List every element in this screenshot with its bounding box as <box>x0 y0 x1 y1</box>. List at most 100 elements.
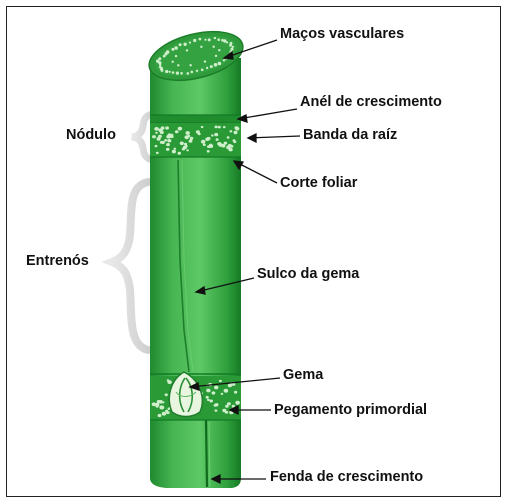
vascular-dot <box>183 43 186 46</box>
label-banda-raiz: Banda da raíz <box>303 128 397 143</box>
texture-dot <box>155 132 158 134</box>
vascular-dot <box>171 48 174 51</box>
vascular-dot <box>193 39 196 42</box>
texture-dot <box>221 393 224 395</box>
vascular-dot <box>226 41 228 43</box>
texture-dot <box>165 393 168 396</box>
vascular-dot <box>156 59 159 62</box>
texture-dot <box>209 144 212 147</box>
texture-dot <box>158 414 162 417</box>
label-pegamento-primordial: Pegamento primordial <box>274 403 427 418</box>
texture-dot <box>186 131 190 135</box>
texture-dot <box>159 405 164 409</box>
vascular-dot <box>158 57 161 60</box>
vascular-dot <box>200 46 202 48</box>
texture-dot <box>165 126 169 129</box>
texture-dot <box>201 126 204 128</box>
vascular-dot <box>174 46 178 50</box>
texture-dot <box>227 136 230 138</box>
texture-dot <box>228 144 233 148</box>
texture-dot <box>152 135 156 138</box>
vascular-dot <box>208 38 211 41</box>
texture-dot <box>184 143 187 146</box>
texture-dot <box>209 400 213 403</box>
texture-dot <box>201 140 205 144</box>
texture-dot <box>159 400 163 404</box>
texture-dot <box>207 399 210 401</box>
texture-dot <box>215 409 218 411</box>
texture-dot <box>166 143 170 146</box>
texture-dot <box>207 137 211 140</box>
vascular-dot <box>199 38 202 41</box>
texture-dot <box>156 152 159 154</box>
entrenos-bracket <box>112 182 148 350</box>
texture-dot <box>228 384 232 388</box>
texture-dot <box>166 135 170 139</box>
vascular-dot <box>204 60 206 62</box>
vascular-dot <box>206 67 208 69</box>
texture-dot <box>196 130 200 133</box>
label-fenda-crescimento: Fenda de crescimento <box>270 470 423 485</box>
texture-dot <box>175 130 179 133</box>
texture-dot <box>167 380 171 384</box>
vascular-dot <box>166 50 170 54</box>
vascular-dot <box>214 63 218 67</box>
texture-dot <box>229 148 233 152</box>
vascular-dot <box>210 65 213 68</box>
vascular-dot <box>180 72 183 75</box>
vascular-dot <box>201 69 204 72</box>
vascular-dot <box>187 72 190 75</box>
texture-dot <box>219 380 222 382</box>
texture-dot <box>214 386 218 390</box>
vascular-dot <box>223 39 226 42</box>
texture-dot <box>225 405 229 408</box>
vascular-dot <box>223 59 225 61</box>
texture-dot <box>155 145 158 147</box>
growth-ring <box>150 115 241 123</box>
vascular-dot <box>189 42 191 44</box>
texture-dot <box>235 401 240 405</box>
label-anel-crescimento: Anél de crescimento <box>300 95 442 110</box>
texture-dot <box>152 402 157 406</box>
label-entrenos: Entrenós <box>26 254 89 269</box>
texture-dot <box>223 126 226 128</box>
texture-dot <box>161 126 165 129</box>
texture-dot <box>234 391 237 394</box>
texture-dot <box>233 141 236 144</box>
texture-dot <box>178 152 181 155</box>
texture-dot <box>167 139 171 142</box>
texture-dot <box>161 141 165 144</box>
texture-dot <box>178 127 182 131</box>
texture-dot <box>162 412 166 416</box>
texture-dot <box>203 144 206 147</box>
texture-dot <box>158 135 162 138</box>
vascular-dot <box>189 64 191 66</box>
texture-dot <box>189 140 193 143</box>
texture-dot <box>174 148 177 150</box>
vascular-dot <box>186 49 188 51</box>
vascular-dot <box>213 46 215 48</box>
label-corte-foliar: Corte foliar <box>280 176 357 191</box>
texture-dot <box>154 127 159 131</box>
texture-dot <box>186 149 189 151</box>
vascular-dot <box>191 71 194 74</box>
texture-dot <box>234 126 238 129</box>
texture-dot <box>182 148 185 151</box>
label-macos-vasculares: Maços vasculares <box>280 27 404 42</box>
texture-dot <box>180 142 184 146</box>
label-sulco-gema: Sulco da gema <box>257 267 359 282</box>
texture-dot <box>166 148 170 151</box>
texture-dot <box>171 134 174 136</box>
vascular-dot <box>218 62 222 66</box>
vascular-dot <box>165 70 168 73</box>
texture-dot <box>230 130 233 132</box>
vascular-dot <box>177 64 179 66</box>
texture-dot <box>207 150 210 153</box>
nodulo-bracket <box>132 114 153 160</box>
texture-dot <box>224 389 229 393</box>
texture-dot <box>234 131 238 134</box>
texture-dot <box>211 134 214 136</box>
texture-dot <box>185 135 189 139</box>
texture-dot <box>156 405 159 408</box>
